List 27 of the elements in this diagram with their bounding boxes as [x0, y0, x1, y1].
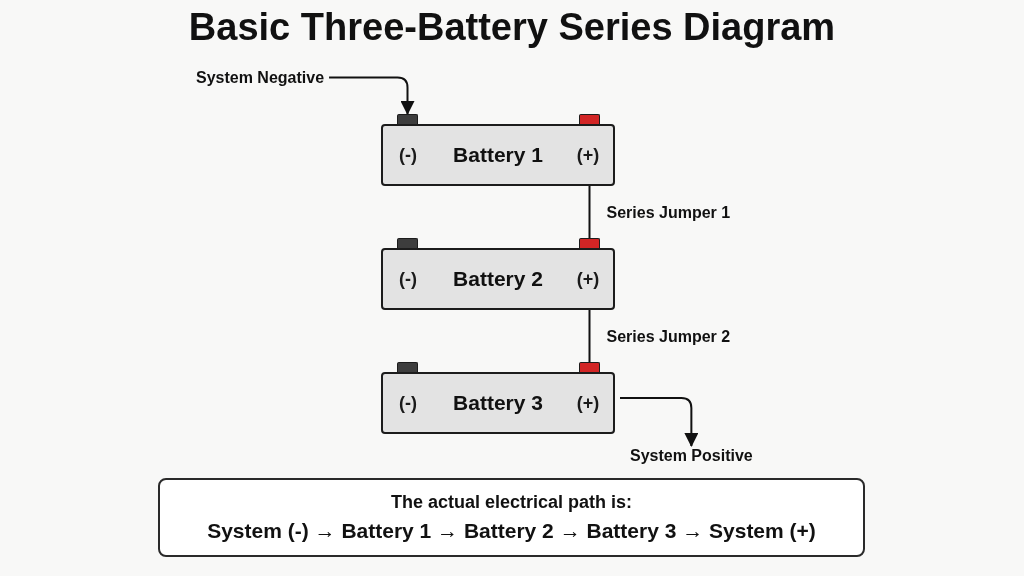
battery-body: [381, 372, 615, 434]
panel-heading: The actual electrical path is:: [390, 492, 633, 513]
jumper-wire: [588, 309, 591, 363]
polarity-label: (-): [399, 144, 417, 166]
battery-label: Battery 1: [453, 143, 543, 167]
summary-panel: [158, 478, 865, 557]
battery-terminal: [579, 238, 600, 248]
edge-label: Series Jumper 2: [606, 328, 731, 346]
polarity-label: (-): [399, 268, 417, 290]
arrow: [619, 397, 699, 447]
polarity-label: (+): [576, 268, 600, 290]
edge-label: Series Jumper 1: [606, 204, 731, 222]
polarity-label: (+): [576, 144, 600, 166]
diagram-title: Basic Three-Battery Series Diagram: [188, 7, 836, 49]
battery-label: Battery 2: [453, 267, 543, 291]
path-sequence: System (-) → Battery 1 → Battery 2 → Battery 3 → System (+): [207, 519, 816, 543]
battery-label: Battery 3: [453, 391, 543, 415]
callout-label: System Positive: [630, 446, 753, 466]
battery-terminal: [397, 114, 418, 124]
jumper-wire: [588, 185, 591, 239]
arrow: [328, 76, 415, 115]
battery-body: [381, 248, 615, 310]
callout-label: System Negative: [196, 68, 325, 88]
battery-body: [381, 124, 615, 186]
polarity-label: (+): [576, 392, 600, 414]
polarity-label: (-): [399, 392, 417, 414]
battery-terminal: [579, 362, 600, 372]
